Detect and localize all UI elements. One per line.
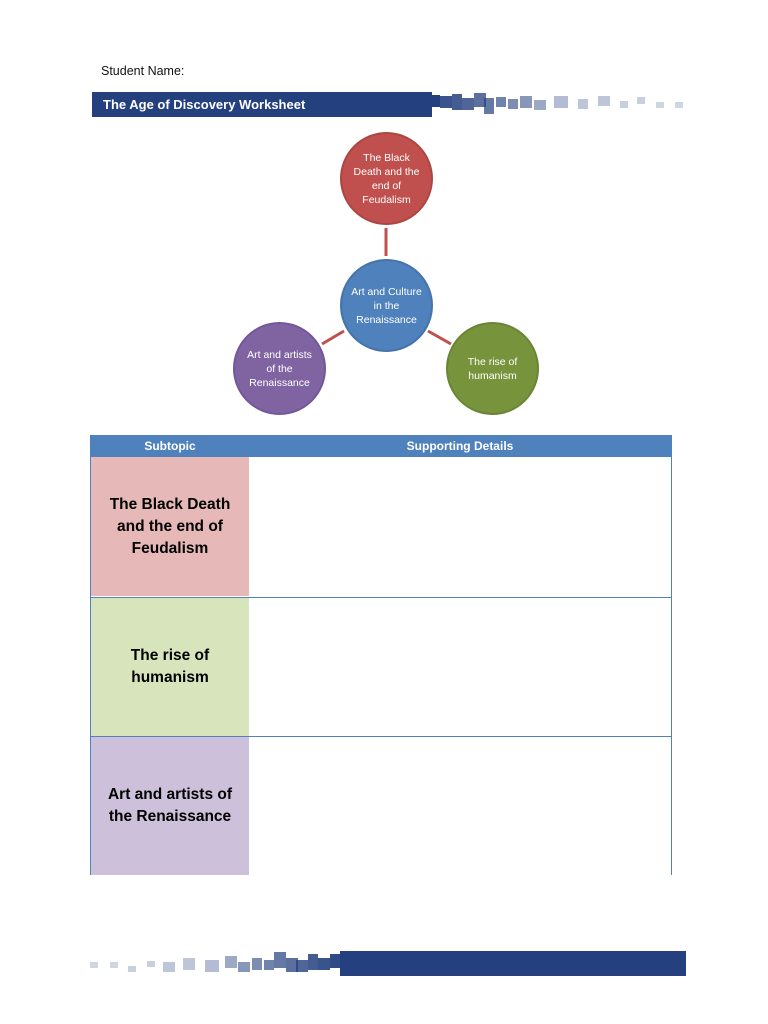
node-art-artists: Art and artists of the Renaissance [233,322,326,415]
subtopic-cell: The rise of humanism [91,598,249,736]
node-humanism: The rise of humanism [446,322,539,415]
title-banner: The Age of Discovery Worksheet [92,92,422,117]
concept-diagram: The Black Death and the end of Feudalism… [0,0,768,430]
details-cell[interactable] [249,457,671,596]
subtopic-table: Subtopic Supporting Details The Black De… [90,435,672,875]
subtopic-cell: The Black Death and the end of Feudalism [91,457,249,596]
table-row: Art and artists of the Renaissance [91,736,671,875]
student-name-label: Student Name: [101,64,185,78]
footer-banner [350,951,686,976]
subtopic-cell: Art and artists of the Renaissance [91,737,249,875]
details-cell[interactable] [249,598,671,736]
details-cell[interactable] [249,737,671,875]
table-row: The rise of humanism [91,597,671,736]
table-row: The Black Death and the end of Feudalism [91,457,671,596]
header-supporting-details: Supporting Details [406,439,514,453]
node-center-art-culture: Art and Culture in the Renaissance [340,259,433,352]
header-subtopic: Subtopic [144,439,196,453]
worksheet-title: The Age of Discovery Worksheet [103,97,306,112]
node-black-death: The Black Death and the end of Feudalism [340,132,433,225]
table-header: Subtopic Supporting Details [91,436,671,457]
